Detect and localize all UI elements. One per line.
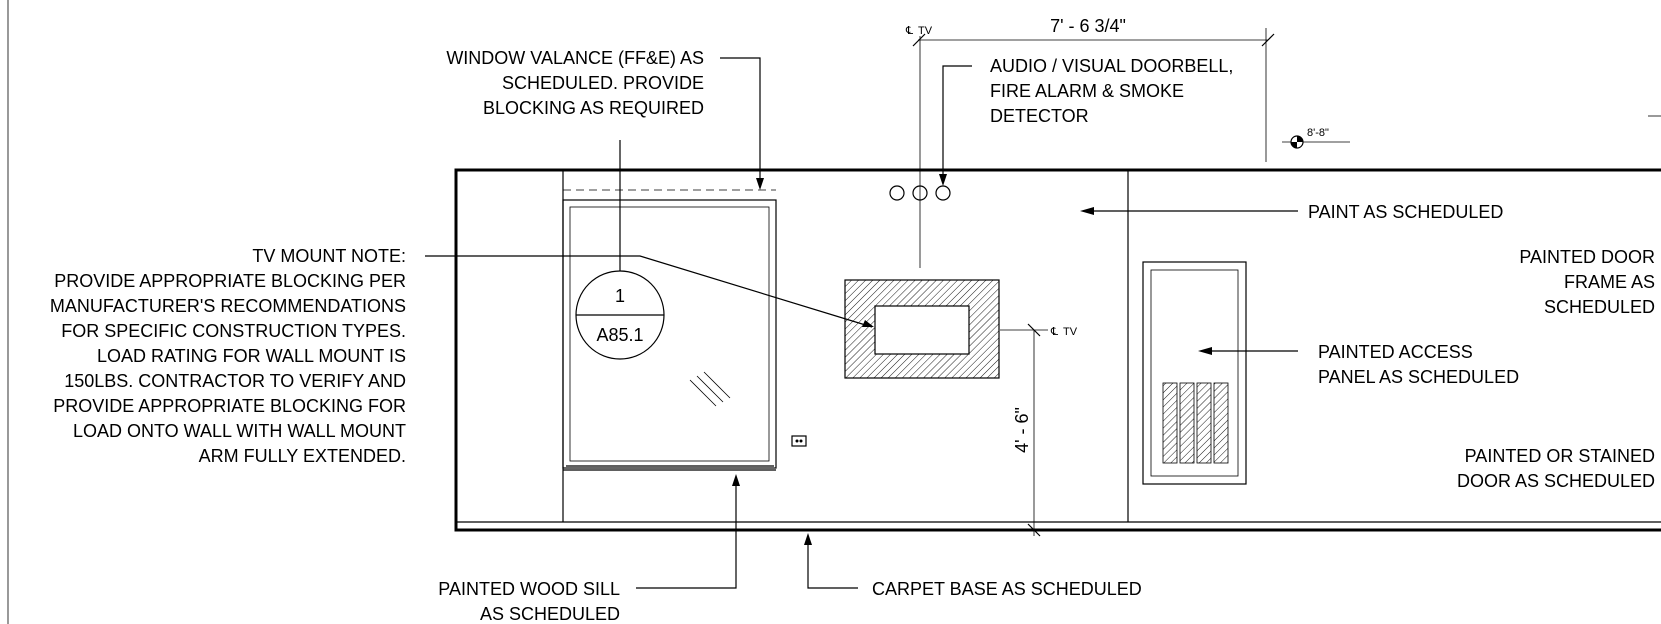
width-dimension-label: 7' - 6 3/4" — [1050, 16, 1126, 36]
note-tv-mount-3: MANUFACTURER'S RECOMMENDATIONS — [50, 296, 406, 316]
note-window-valance-2: SCHEDULED. PROVIDE — [502, 73, 704, 93]
glass-mark — [689, 379, 717, 407]
note-doorbell-3: DETECTOR — [990, 106, 1089, 126]
detail-number: 1 — [615, 286, 625, 306]
note-tv-mount-4: FOR SPECIFIC CONSTRUCTION TYPES. — [61, 321, 406, 341]
window — [562, 189, 777, 469]
note-window-valance-1: WINDOW VALANCE (FF&E) AS — [446, 48, 704, 68]
note-tv-mount-1: TV MOUNT NOTE: — [252, 246, 406, 266]
note-doorbell-1: AUDIO / VISUAL DOORBELL, — [990, 56, 1233, 76]
ceiling-height-label: 8'-8" — [1307, 127, 1329, 139]
centerline-symbol-top: ℄ — [905, 25, 913, 37]
leader-window-valance — [720, 57, 764, 190]
detail-sheet: A85.1 — [596, 325, 643, 345]
note-paint: PAINT AS SCHEDULED — [1308, 202, 1503, 222]
note-wood-sill-2: AS SCHEDULED — [480, 604, 620, 624]
note-door-frame-1: PAINTED DOOR — [1519, 247, 1655, 267]
note-tv-mount-7: PROVIDE APPROPRIATE BLOCKING FOR — [53, 396, 406, 416]
tv-centerline-horizontal: ℄ TV — [1000, 323, 1078, 338]
leader-paint — [1080, 207, 1298, 215]
note-tv-mount-9: ARM FULLY EXTENDED. — [199, 446, 406, 466]
note-access-panel-2: PANEL AS SCHEDULED — [1318, 367, 1519, 387]
outlet-icon — [791, 435, 807, 447]
note-door-frame-2: FRAME AS — [1564, 272, 1655, 292]
note-tv-mount-6: 150LBS. CONTRACTOR TO VERIFY AND — [64, 371, 406, 391]
width-dimension: 7' - 6 3/4" — [912, 16, 1275, 162]
height-dimension: 4' - 6" — [1012, 330, 1041, 537]
leader-access-panel — [1198, 347, 1298, 355]
leader-carpet-base — [804, 533, 858, 589]
note-wood-sill-1: PAINTED WOOD SILL — [438, 579, 620, 599]
detail-callout: 1 A85.1 — [575, 140, 665, 360]
height-dimension-label: 4' - 6" — [1012, 407, 1032, 453]
note-window-valance-3: BLOCKING AS REQUIRED — [483, 98, 704, 118]
note-tv-mount-8: LOAD ONTO WALL WITH WALL MOUNT — [73, 421, 406, 441]
vent-grille — [1162, 382, 1229, 464]
tv-hatched — [844, 279, 1000, 379]
ceiling-marker: 8'-8" — [1282, 115, 1661, 149]
note-door-frame-3: SCHEDULED — [1544, 297, 1655, 317]
centerline-label-side: TV — [1063, 326, 1078, 338]
access-panel — [1142, 261, 1247, 485]
note-doorbell-2: FIRE ALARM & SMOKE — [990, 81, 1184, 101]
leader-doorbell — [939, 65, 972, 186]
note-tv-mount-5: LOAD RATING FOR WALL MOUNT IS — [97, 346, 406, 366]
note-door-2: DOOR AS SCHEDULED — [1457, 471, 1655, 491]
note-tv-mount-2: PROVIDE APPROPRIATE BLOCKING PER — [54, 271, 406, 291]
centerline-symbol-side: ℄ — [1050, 326, 1058, 338]
tv-centerline-vertical: ℄ TV — [905, 25, 933, 268]
note-carpet-base: CARPET BASE AS SCHEDULED — [872, 579, 1142, 599]
centerline-label-top: TV — [918, 25, 933, 37]
leader-wood-sill — [636, 474, 740, 589]
leader-tv-mount — [425, 255, 874, 328]
note-door-1: PAINTED OR STAINED — [1465, 446, 1655, 466]
note-access-panel-1: PAINTED ACCESS — [1318, 342, 1473, 362]
